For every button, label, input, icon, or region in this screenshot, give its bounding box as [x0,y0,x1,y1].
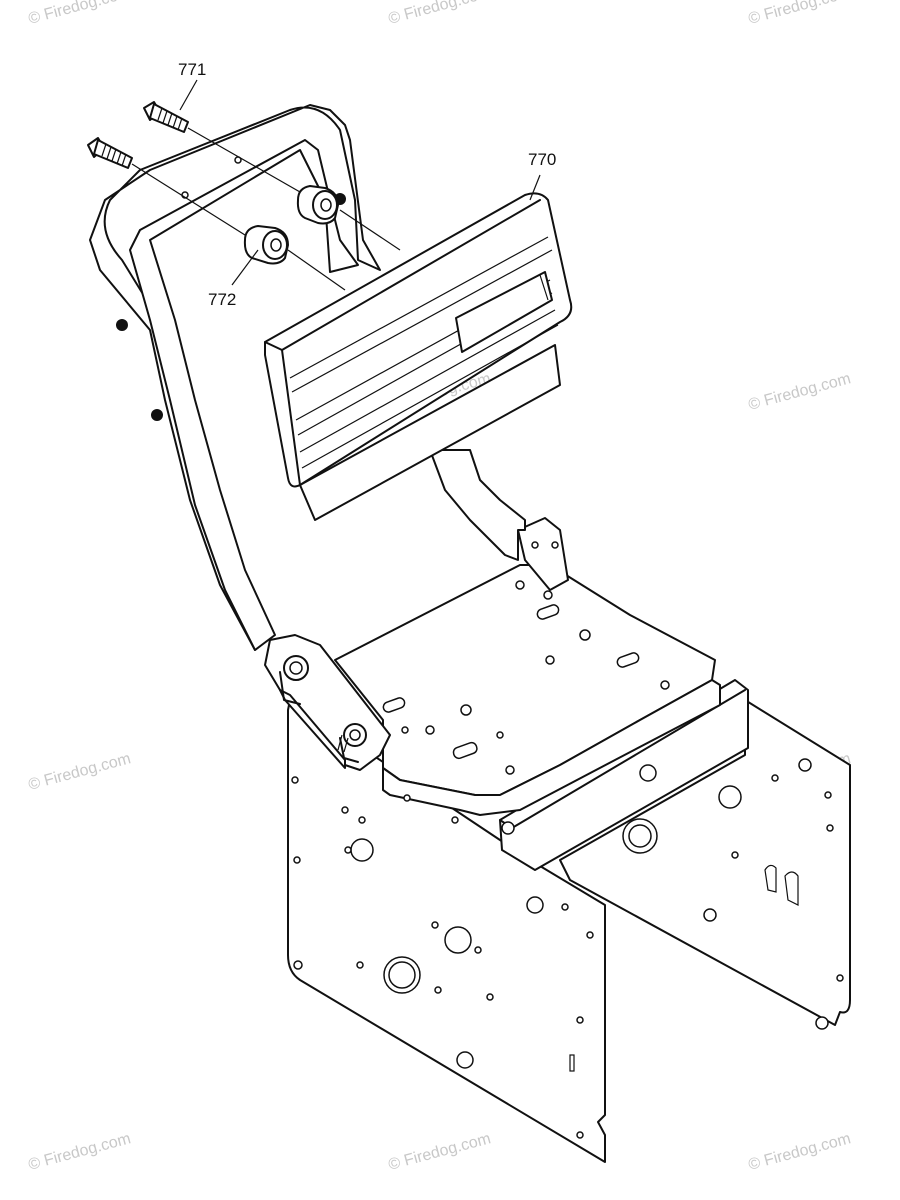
hole [628,824,652,848]
slot [784,871,799,906]
hole [341,806,349,814]
watermark: © Firedog.com [27,0,133,28]
hole [586,931,594,939]
callout-772: 772 [208,290,236,309]
bolt-771 [87,101,189,169]
hole [771,774,779,782]
seat-back-770 [264,192,573,521]
pivot-bracket [264,634,391,771]
callout-770: 770 [528,150,556,169]
slot [764,864,777,893]
installation-lines [131,127,401,291]
hole [576,1016,584,1024]
callout-771: 771 [178,60,206,79]
hole [731,851,739,859]
hole [576,1131,584,1139]
watermark: © Firedog.com [387,0,493,28]
seat-mounting-plate [334,517,721,824]
hole [431,921,439,929]
hole [798,758,812,772]
hole [703,908,717,922]
slot [569,1054,575,1072]
hole [350,838,374,862]
hole [561,903,569,911]
hole [474,946,482,954]
hole [444,926,472,954]
watermark: © Firedog.com [387,1130,493,1174]
right-side-plate [559,699,851,1026]
hole [358,816,366,824]
hole [456,1051,474,1069]
hole [526,896,544,914]
hole [388,961,416,989]
cross-tube [499,679,749,871]
hole [344,846,352,854]
watermark: © Firedog.com [747,0,853,28]
hole [824,791,832,799]
hole [291,776,299,784]
hole [718,785,742,809]
watermark: © Firedog.com [747,370,853,414]
label-plate [455,271,553,353]
hole [815,1016,829,1030]
frame-side-plates [287,699,851,1163]
hole [293,960,303,970]
watermark: © Firedog.com [27,750,133,794]
watermark: © Firedog.com [747,1130,853,1174]
hole [356,961,364,969]
hole [836,974,844,982]
watermark: © Firedog.com [27,1130,133,1174]
hole [293,856,301,864]
left-side-plate [287,699,606,1163]
hole [826,824,834,832]
callout-leaders [179,79,541,286]
hole [486,993,494,1001]
hole [434,986,442,994]
